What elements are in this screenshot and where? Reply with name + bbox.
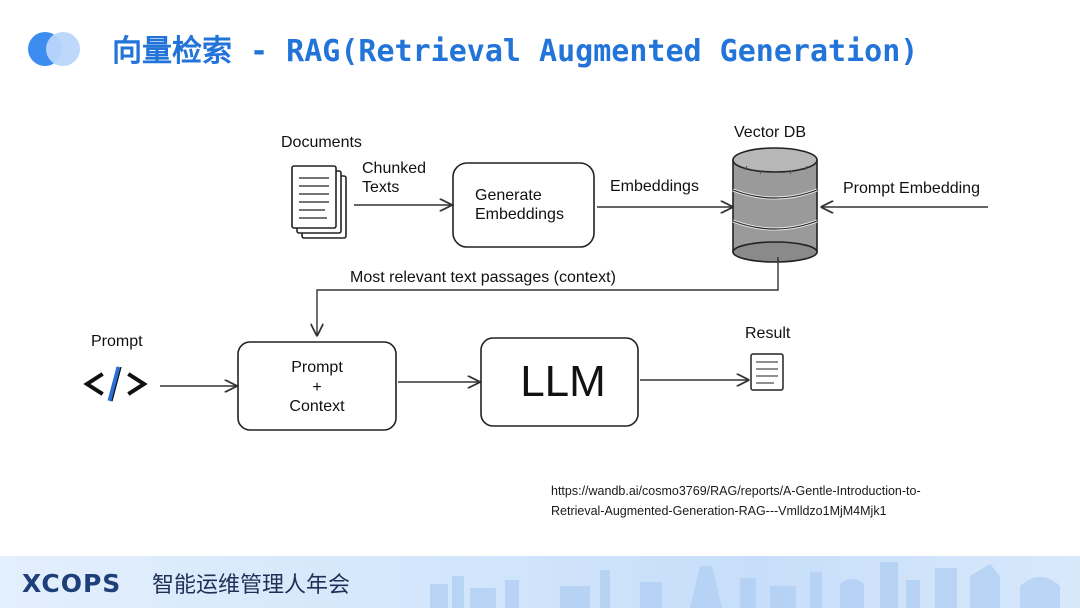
reference-url: https://wandb.ai/cosmo3769/RAG/reports/A…: [551, 481, 1011, 521]
page-title: 向量检索 - RAG(Retrieval Augmented Generatio…: [112, 34, 919, 69]
logo-icon: [28, 30, 84, 68]
prompt-context-box: [237, 341, 397, 431]
generate-label-line2: Embeddings: [475, 206, 564, 223]
prompt-label: Prompt: [91, 333, 143, 350]
prompt-embedding-label: Prompt Embedding: [843, 180, 980, 197]
reference-url-line2: Retrieval-Augmented-Generation-RAG---Vml…: [551, 504, 887, 518]
llm-box: [480, 337, 639, 427]
embeddings-label: Embeddings: [610, 178, 699, 195]
result-document-icon: [750, 353, 784, 391]
chunked-label-line2: Texts: [362, 179, 399, 196]
result-label: Result: [745, 325, 791, 342]
documents-label: Documents: [281, 134, 362, 151]
footer-band: XCOPS 智能运维管理人年会: [0, 556, 1080, 608]
chunked-label-line1: Chunked: [362, 160, 426, 177]
generate-label-line1: Generate: [475, 187, 542, 204]
llm-label: LLM: [520, 357, 606, 406]
context-passages-label: Most relevant text passages (context): [350, 269, 616, 286]
documents-icon: [291, 165, 347, 239]
reference-url-line1: https://wandb.ai/cosmo3769/RAG/reports/A…: [551, 484, 921, 498]
generate-embeddings-box: [452, 162, 595, 248]
vector-db-icon: [732, 147, 818, 263]
prompt-context-line1: Prompt: [291, 359, 343, 376]
prompt-context-line2: +: [312, 379, 321, 396]
prompt-context-line3: Context: [289, 398, 345, 415]
code-icon: [83, 366, 148, 402]
event-name: 智能运维管理人年会: [152, 573, 351, 598]
context-arrow: [317, 257, 779, 335]
vector-db-label: Vector DB: [734, 124, 806, 141]
city-skyline-icon: [430, 562, 1060, 608]
brand-logo: XCOPS: [22, 569, 122, 598]
